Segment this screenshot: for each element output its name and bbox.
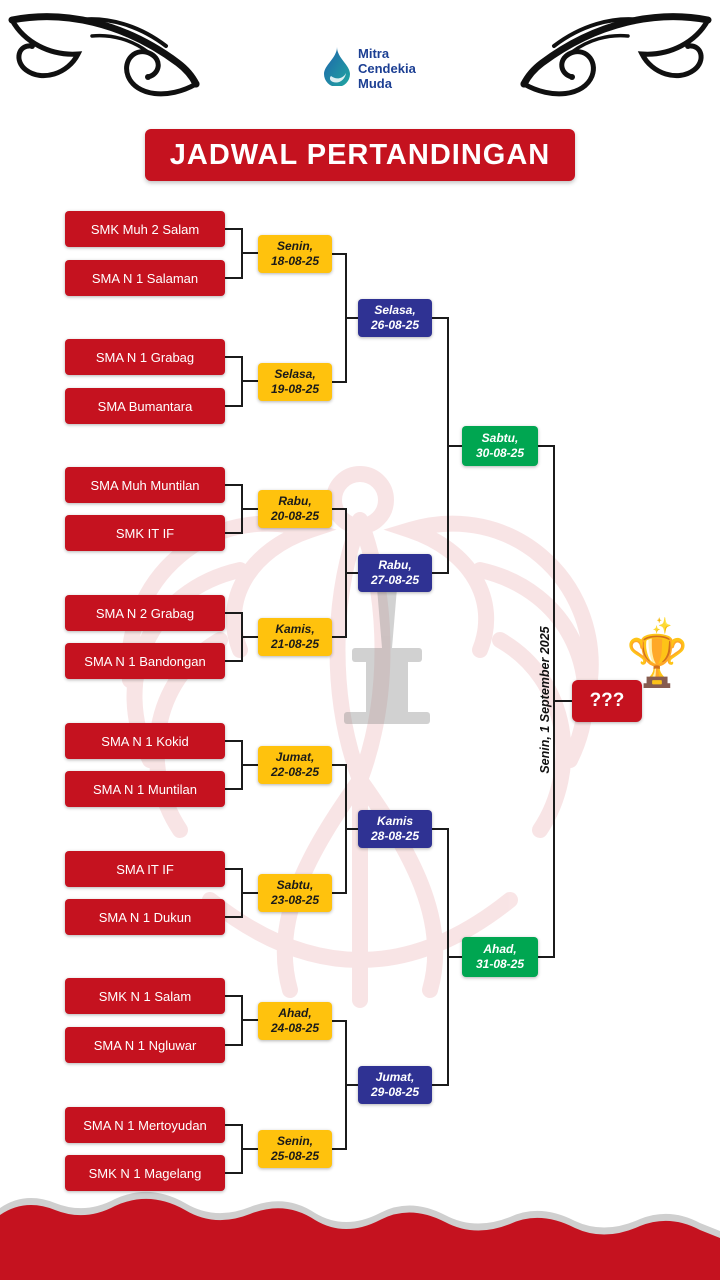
semifinal-date-box: Ahad,31-08-25 (462, 937, 538, 977)
semifinal-date-box: Sabtu,30-08-25 (462, 426, 538, 466)
logo-text: Mitra Cendekia Muda (358, 46, 416, 91)
team-box: SMK N 1 Salam (65, 978, 225, 1014)
match-date-box: Jumat,22-08-25 (258, 746, 332, 784)
sparkle-icon: ✨ (652, 618, 672, 635)
team-box: SMK Muh 2 Salam (65, 211, 225, 247)
team-box: SMA N 1 Grabag (65, 339, 225, 375)
team-box: SMA N 1 Mertoyudan (65, 1107, 225, 1143)
champion-box: ??? (572, 680, 642, 722)
team-box: SMA Muh Muntilan (65, 467, 225, 503)
team-box: SMA N 1 Ngluwar (65, 1027, 225, 1063)
logo: Mitra Cendekia Muda (322, 46, 416, 91)
team-box: SMA N 1 Muntilan (65, 771, 225, 807)
match-date-box: Rabu,20-08-25 (258, 490, 332, 528)
team-box: SMK IT IF (65, 515, 225, 551)
torn-paper-edge (0, 1180, 720, 1280)
team-box: SMA N 1 Bandongan (65, 643, 225, 679)
corner-flourish-left-icon (8, 8, 203, 108)
team-box: SMA IT IF (65, 851, 225, 887)
logo-drop-icon (322, 46, 352, 91)
page-title: JADWAL PERTANDINGAN (169, 138, 551, 171)
match-date-box: Sabtu,23-08-25 (258, 874, 332, 912)
team-box: SMA N 1 Dukun (65, 899, 225, 935)
trophy-icon: 🏆 (626, 633, 689, 689)
team-box: SMA N 1 Kokid (65, 723, 225, 759)
match-date-box: Senin,18-08-25 (258, 235, 332, 273)
match-date-box: Ahad,24-08-25 (258, 1002, 332, 1040)
quarterfinal-date-box: Rabu,27-08-25 (358, 554, 432, 592)
team-box: SMA N 1 Salaman (65, 260, 225, 296)
corner-flourish-right-icon (517, 8, 712, 108)
team-box: SMA N 2 Grabag (65, 595, 225, 631)
team-box: SMK N 1 Magelang (65, 1155, 225, 1191)
title-banner: JADWAL PERTANDINGAN (145, 129, 575, 181)
quarterfinal-date-box: Jumat,29-08-25 (358, 1066, 432, 1104)
match-date-box: Senin,25-08-25 (258, 1130, 332, 1168)
team-box: SMA Bumantara (65, 388, 225, 424)
grey-emblem-watermark (322, 588, 452, 730)
match-date-box: Selasa,19-08-25 (258, 363, 332, 401)
final-date-label: Senin, 1 September 2025 (538, 626, 552, 774)
match-date-box: Kamis,21-08-25 (258, 618, 332, 656)
quarterfinal-date-box: Selasa,26-08-25 (358, 299, 432, 337)
